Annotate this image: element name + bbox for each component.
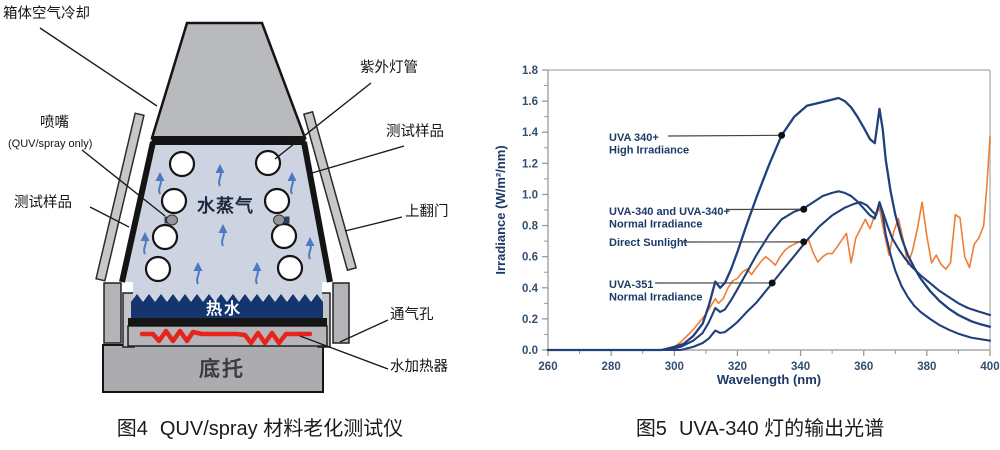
series-uva-351-normal-irradiance [546,201,992,352]
y-tick-label: 1.0 [522,189,538,201]
left-door [95,112,145,282]
x-tick-label: 320 [728,361,747,373]
x-tick-label: 400 [980,361,999,373]
hot-water [131,294,323,318]
left-chamber-wall [119,141,156,283]
y-tick-label: 0.8 [522,221,539,233]
legend-label: Normal Irradiance [609,292,703,304]
left-outer-post [103,282,122,344]
pan-tray-bar [128,318,327,326]
series-direct-sunlight [547,136,991,351]
callout-water-heater [299,335,389,370]
right-outer-post [332,282,350,344]
figure4-caption: 图4 QUV/spray 材料老化测试仪 [0,412,520,441]
callout-flip-door [344,216,403,232]
label-test-sample-right: 测试样品 [386,124,444,140]
chamber-interior [121,144,329,282]
x-axis-title: Wavelength (nm) [717,372,821,387]
legend-dot [800,205,808,213]
y-tick-label: 1.8 [522,65,539,77]
callout-nozzle [81,149,166,217]
x-tick-label: 300 [665,361,684,373]
legend-dot [778,131,786,139]
callout-cabinet-air-cooling [39,27,158,107]
label-hot-water: 热水 [206,301,243,318]
x-tick-label: 280 [602,361,621,373]
y-tick-label: 0.4 [522,283,539,295]
spray-nozzles [164,214,290,226]
uv-lamp-circles [144,149,304,283]
label-vent-hole: 通气孔 [390,307,434,323]
legend-label: High Irradiance [609,145,689,157]
label-water-heater: 水加热器 [390,359,448,375]
legend-label: Normal Irradiance [609,219,703,231]
y-tick-label: 1.6 [522,96,538,108]
water-heater-element [139,328,313,346]
base-tray-shape [102,344,324,393]
legend-label: UVA 340+ [609,132,659,144]
figure5-caption: 图5 UVA-340 灯的输出光谱 [520,412,1000,441]
label-nozzle-sub: (QUV/spray only) [8,138,93,150]
label-cabinet-air-cooling: 箱体空气冷却 [3,6,90,22]
label-base-tray: 底托 [199,358,245,381]
y-axis-title: Irradiance (W/m²/nm) [493,145,508,274]
label-test-sample-left: 测试样品 [14,195,72,211]
y-tick-label: 0.0 [522,345,538,357]
callout-test-sample-right [311,145,405,174]
callout-test-sample-left [89,206,130,228]
quv-tester-diagram [39,21,405,393]
chamber-interior-lower [133,281,322,302]
series-uva-340-high-irradiance [546,96,992,352]
x-tick-label: 260 [538,361,557,373]
right-chamber-wall [301,141,333,283]
legend-dot [800,238,808,246]
legend-label: UVA-340 and UVA-340+ [609,206,730,218]
y-tick-label: 0.6 [522,252,538,264]
figure4-caption-number: 图4 [116,418,148,440]
legend-leader-line [667,134,782,137]
right-door [302,110,358,272]
legend-dot [768,279,776,287]
legend-label: Direct Sunlight [609,237,688,249]
label-flip-up-door: 上翻门 [405,204,449,220]
callout-vent-hole [339,319,389,343]
legend-label: UVA-351 [609,279,653,291]
figure5-caption-text: UVA-340 灯的输出光谱 [678,418,885,440]
figure4-caption-text: QUV/spray 材料老化测试仪 [159,418,404,440]
x-tick-label: 360 [854,361,873,373]
y-tick-label: 1.4 [522,127,539,139]
x-tick-label: 340 [791,361,810,373]
figure5-caption-number: 图5 [635,418,667,440]
label-water-vapor: 水蒸气 [197,196,254,216]
callout-lines [39,27,405,370]
spectrum-chart: 260 280 300 320 340 360 380 400 0.0 0.2 0.4 0.6 0.8 1… [493,65,1000,387]
x-tick-label: 380 [917,361,936,373]
callout-uv-lamp [274,82,372,160]
label-nozzle: 喷嘴 [40,115,69,131]
series-uva-340-and-uva-340-normal-irradiance [546,190,992,352]
y-tick-label: 1.2 [522,158,538,170]
hood [150,21,307,140]
hood-bottom-strip [151,136,306,145]
label-uv-lamp: 紫外灯管 [360,60,418,76]
y-tick-label: 0.2 [522,314,538,326]
